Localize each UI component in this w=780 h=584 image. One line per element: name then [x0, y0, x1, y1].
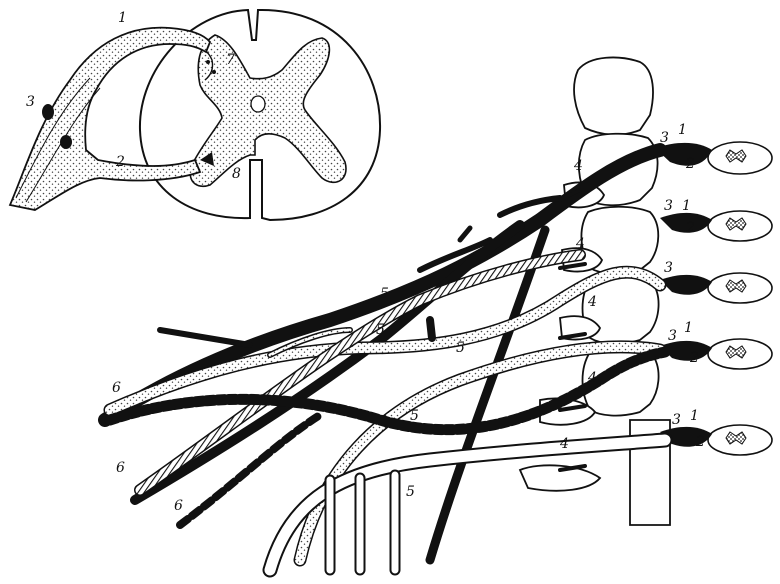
label-8: 8 [232, 166, 241, 182]
label-1-seg1: 1 [678, 122, 687, 138]
label-4-seg5: 4 [559, 436, 569, 452]
segment-5 [660, 424, 773, 456]
label-2-seg5: 2 [695, 434, 705, 450]
diagram-labels: 1 2 3 7 8 3 1 2 4 3 1 2 4 3 4 3 1 2 4 3 … [26, 10, 705, 514]
label-5-e: 5 [406, 484, 415, 500]
label-1-seg5: 1 [690, 408, 699, 424]
spinal-cord-section [138, 8, 382, 222]
label-5-d: 5 [410, 408, 419, 424]
nerve-trunk-dashed [104, 346, 671, 436]
label-1-top: 1 [118, 10, 127, 26]
label-1-seg4: 1 [684, 320, 693, 336]
label-6-c: 6 [174, 498, 183, 514]
label-2-seg1: 2 [685, 156, 695, 172]
label-4-seg1: 4 [573, 158, 583, 174]
dorsal-root-ganglion [8, 26, 212, 211]
nerve-trunk-black [98, 143, 667, 427]
segment-3 [660, 272, 773, 304]
label-2-top: 2 [115, 154, 125, 170]
label-3-seg2: 3 [664, 198, 673, 214]
label-2-seg4: 2 [689, 350, 699, 366]
label-7: 7 [226, 52, 235, 68]
nerve-bundles [98, 143, 673, 578]
label-4-seg3: 4 [587, 294, 597, 310]
label-3-seg5: 3 [672, 412, 681, 428]
label-5-c: 5 [456, 340, 465, 356]
segment-2 [660, 210, 773, 242]
label-2-seg2: 2 [685, 220, 695, 236]
segment-1 [655, 141, 773, 175]
label-4-seg2: 4 [575, 236, 585, 252]
label-3-seg1: 3 [660, 130, 669, 146]
label-1-seg2: 1 [682, 198, 691, 214]
gray-matter [189, 34, 347, 187]
label-3-seg3: 3 [664, 260, 673, 276]
label-6-b: 6 [116, 460, 125, 476]
label-3-seg4: 3 [668, 328, 677, 344]
segment-4 [660, 338, 773, 370]
label-3-top: 3 [26, 94, 35, 110]
label-5-a: 5 [380, 286, 389, 302]
label-4-seg4: 4 [587, 370, 597, 386]
label-5-b: 5 [376, 322, 385, 338]
label-6-a: 6 [112, 380, 121, 396]
